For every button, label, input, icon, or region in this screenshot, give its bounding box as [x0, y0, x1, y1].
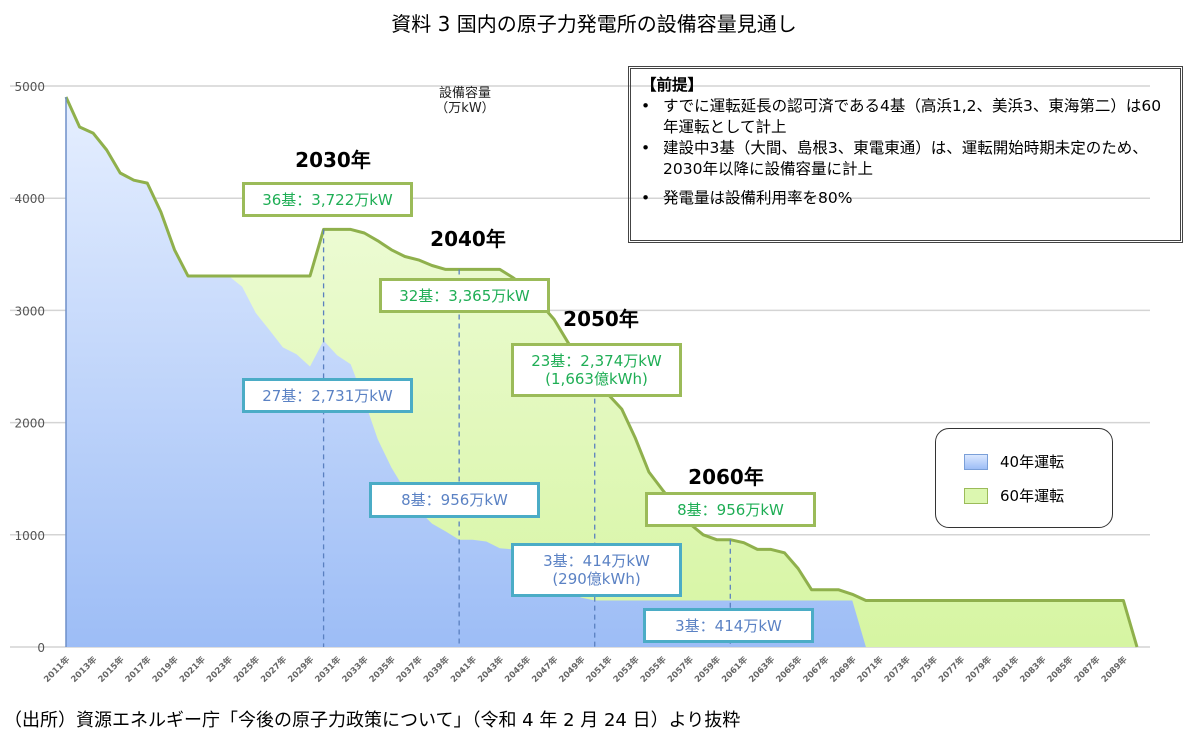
premise-item: • 発電量は設備利用率を80% [641, 188, 1170, 209]
x-tick-label: 2045年 [503, 654, 534, 685]
x-tick-label: 2085年 [1045, 654, 1076, 685]
x-tick-label: 2047年 [530, 654, 561, 685]
x-tick-label: 2031年 [313, 654, 344, 685]
y-axis-label: 設備容量 （万kW） [420, 86, 510, 116]
x-tick-label: 2015年 [96, 654, 127, 685]
x-tick-label: 2079年 [963, 654, 994, 685]
x-tick-label: 2065年 [774, 654, 805, 685]
y-axis-label-line: 設備容量 [438, 86, 491, 101]
year-label-2030: 2030年 [295, 148, 371, 172]
x-tick-label: 2039年 [421, 654, 452, 685]
y-tick-label: 3000 [14, 304, 45, 318]
y-tick-label: 5000 [14, 80, 45, 94]
x-tick-label: 2089年 [1099, 654, 1130, 685]
x-tick-label: 2071年 [855, 654, 886, 685]
callout-40yr-2030: 27基：2,731万kW [242, 378, 413, 413]
callout-generation: (290億kWh) [552, 570, 641, 588]
x-tick-label: 2021年 [177, 654, 208, 685]
x-tick-label: 2057年 [665, 654, 696, 685]
callout-60yr-2030: 36基：3,722万kW [242, 182, 413, 217]
x-tick-label: 2027年 [259, 654, 290, 685]
callout-60yr-2050: 23基：2,374万kW (1,663億kWh) [511, 343, 682, 397]
x-tick-label: 2013年 [69, 654, 100, 685]
x-tick-label: 2033年 [340, 654, 371, 685]
x-tick-label: 2029年 [286, 654, 317, 685]
y-axis-label-unit: （万kW） [435, 101, 495, 116]
x-tick-label: 2063年 [747, 654, 778, 685]
year-label-2050: 2050年 [563, 307, 639, 331]
callout-40yr-2060: 3基：414万kW [643, 608, 814, 643]
premise-box: 【前提】 • すでに運転延長の認可済である4基（高浜1,2、美浜3、東海第二）は6… [628, 66, 1183, 243]
legend-swatch-green [964, 487, 988, 504]
premise-item: • 建設中3基（大間、島根3、東電東通）は、運転開始時期未定のため、2030年以降… [641, 138, 1170, 180]
x-tick-label: 2081年 [991, 654, 1022, 685]
y-tick-label: 1000 [14, 529, 45, 543]
x-tick-label: 2051年 [584, 654, 615, 685]
bullet: • [641, 139, 651, 157]
legend-item-40yr: 40年運転 [964, 451, 1064, 472]
x-tick-label: 2055年 [638, 654, 669, 685]
x-tick-label: 2035年 [367, 654, 398, 685]
x-tick-label: 2041年 [448, 654, 479, 685]
callout-40yr-2040: 8基：956万kW [369, 482, 540, 518]
callout-capacity: 23基：2,374万kW [531, 352, 662, 370]
x-tick-label: 2073年 [882, 654, 913, 685]
x-tick-label: 2059年 [692, 654, 723, 685]
callout-capacity: 3基：414万kW [543, 552, 650, 570]
y-tick-label: 2000 [14, 417, 45, 431]
x-tick-label: 2025年 [231, 654, 262, 685]
premise-text: すでに運転延長の認可済である4基（高浜1,2、美浜3、東海第二）は60年運転とし… [663, 97, 1162, 136]
x-tick-label: 2053年 [611, 654, 642, 685]
y-tick-label: 0 [37, 641, 45, 655]
callout-60yr-2040: 32基：3,365万kW [379, 278, 550, 313]
x-tick-label: 2023年 [204, 654, 235, 685]
x-tick-label: 2017年 [123, 654, 154, 685]
legend-item-60yr: 60年運転 [964, 485, 1064, 506]
x-tick-label: 2037年 [394, 654, 425, 685]
x-tick-label: 2083年 [1018, 654, 1049, 685]
premise-text: 発電量は設備利用率を80% [663, 189, 853, 207]
x-tick-label: 2011年 [42, 654, 73, 685]
x-tick-label: 2067年 [801, 654, 832, 685]
premise-text: 建設中3基（大間、島根3、東電東通）は、運転開始時期未定のため、2030年以降に… [663, 139, 1148, 178]
callout-60yr-2060: 8基：956万kW [645, 492, 816, 527]
x-tick-label: 2049年 [557, 654, 588, 685]
callout-40yr-2050: 3基：414万kW (290億kWh) [511, 543, 682, 597]
bullet: • [641, 97, 651, 115]
y-tick-label: 4000 [14, 192, 45, 206]
callout-generation: (1,663億kWh) [545, 370, 648, 388]
legend-swatch-blue [964, 453, 988, 470]
year-label-2060: 2060年 [688, 465, 764, 489]
legend-label: 60年運転 [1000, 487, 1065, 505]
premise-item: • すでに運転延長の認可済である4基（高浜1,2、美浜3、東海第二）は60年運転と… [641, 96, 1170, 138]
area-40yr [66, 97, 1137, 647]
x-tick-label: 2019年 [150, 654, 181, 685]
x-tick-label: 2087年 [1072, 654, 1103, 685]
year-label-2040: 2040年 [430, 227, 506, 251]
x-tick-label: 2077年 [936, 654, 967, 685]
source-footnote: （出所）資源エネルギー庁「今後の原子力政策について」（令和 4 年 2 月 24… [4, 710, 741, 731]
x-tick-label: 2043年 [475, 654, 506, 685]
x-tick-label: 2075年 [909, 654, 940, 685]
x-tick-label: 2069年 [828, 654, 859, 685]
x-tick-label: 2061年 [719, 654, 750, 685]
chart-legend: 40年運転 60年運転 [935, 428, 1113, 528]
premise-heading: 【前提】 [641, 76, 704, 94]
page-title: 資料 3 国内の原子力発電所の設備容量見通し [391, 12, 797, 36]
bullet: • [641, 189, 651, 207]
legend-label: 40年運転 [1000, 453, 1065, 471]
